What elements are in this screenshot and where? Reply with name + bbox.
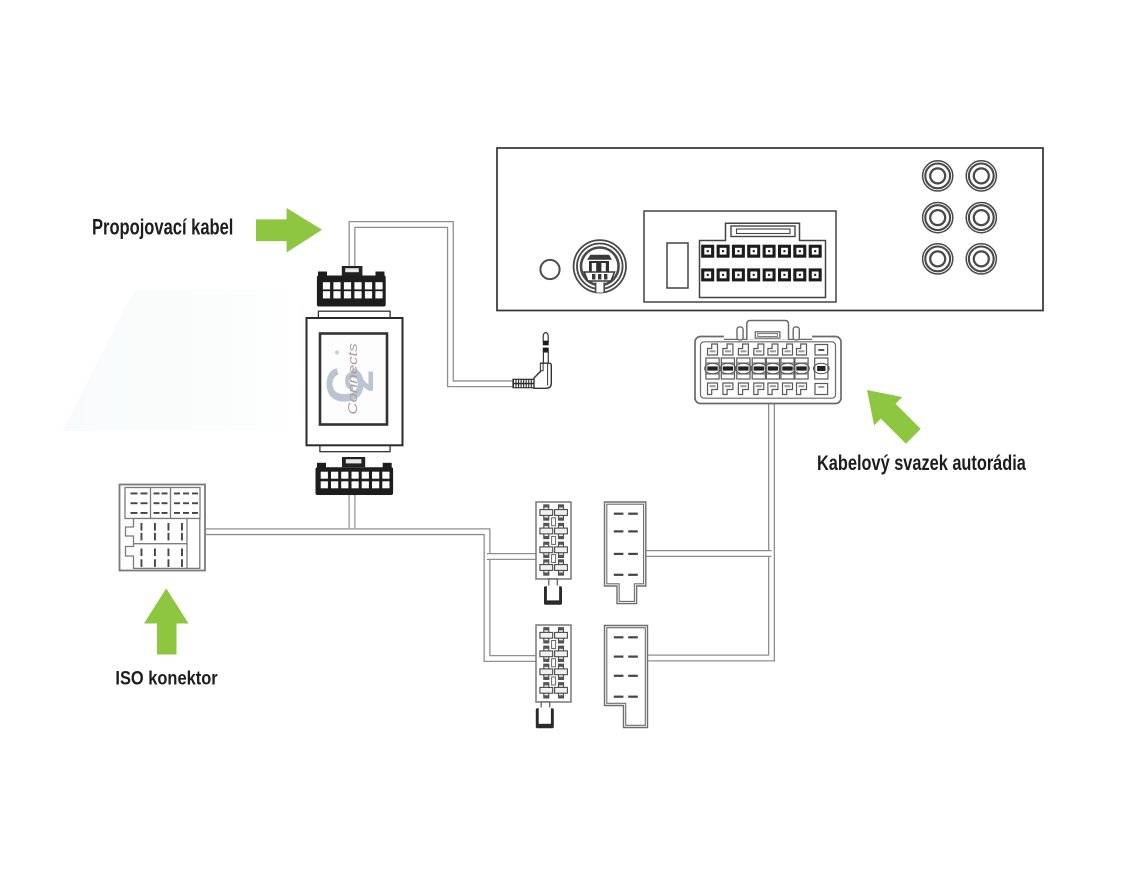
svg-text:Connects: Connects	[346, 343, 361, 415]
svg-text:2: 2	[338, 370, 382, 392]
svg-text:C: C	[317, 366, 375, 404]
svg-text:ISO konektor: ISO konektor	[115, 667, 217, 689]
svg-text:Propojovací kabel: Propojovací kabel	[92, 215, 233, 240]
svg-text:Kabelový svazek autorádia: Kabelový svazek autorádia	[817, 452, 1026, 476]
